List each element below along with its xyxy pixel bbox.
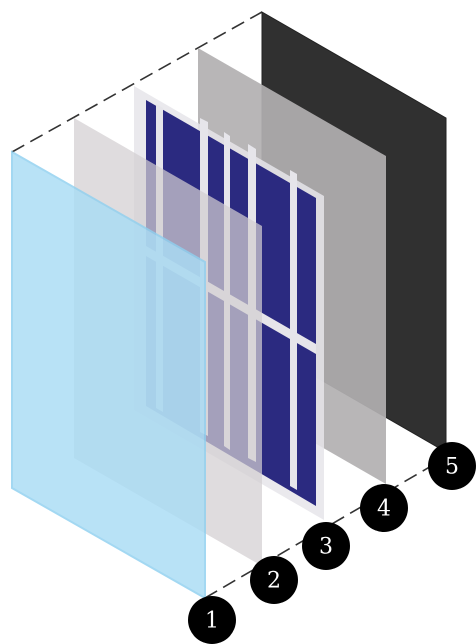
callout-1: 1: [188, 596, 236, 644]
callout-5-label: 5: [445, 455, 459, 480]
callout-4-label: 4: [377, 497, 391, 522]
callout-3-label: 3: [319, 535, 333, 560]
callout-3: 3: [302, 522, 350, 570]
callout-4: 4: [360, 484, 408, 532]
dashed-top-edge: [11, 11, 263, 153]
callout-2-label: 2: [267, 569, 281, 594]
callout-5: 5: [428, 442, 476, 490]
callout-2: 2: [250, 556, 298, 604]
callout-1-label: 1: [205, 609, 219, 634]
